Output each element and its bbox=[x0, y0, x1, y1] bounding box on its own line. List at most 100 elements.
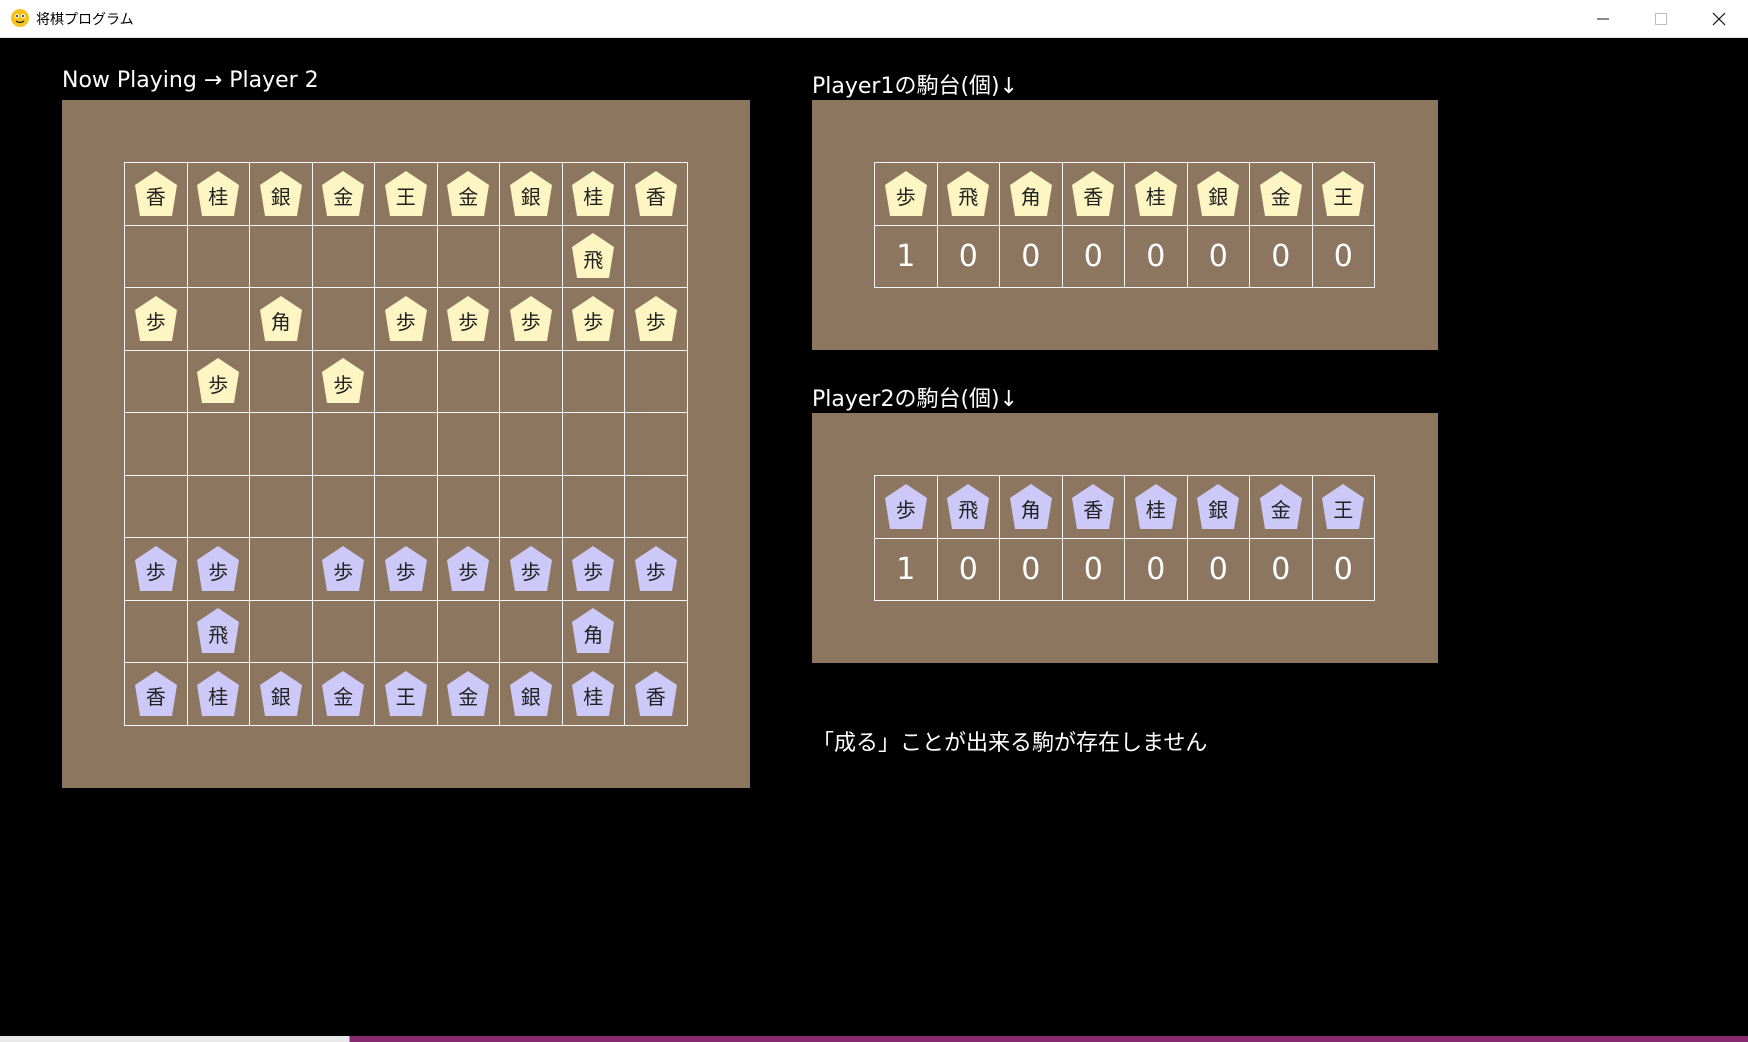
komadai-piece-cell[interactable]: 金 bbox=[1249, 475, 1313, 539]
board-square[interactable]: 王 bbox=[374, 162, 438, 226]
komadai-piece-cell[interactable]: 角 bbox=[999, 162, 1063, 226]
shogi-piece-p2[interactable]: 銀 bbox=[257, 670, 305, 718]
board-square[interactable] bbox=[124, 599, 188, 663]
board-square[interactable]: 銀 bbox=[249, 662, 313, 726]
board-square[interactable] bbox=[249, 349, 313, 413]
board-square[interactable]: 香 bbox=[124, 662, 188, 726]
board-square[interactable]: 香 bbox=[624, 162, 688, 226]
board-square[interactable] bbox=[624, 224, 688, 288]
shogi-piece-p2[interactable]: 歩 bbox=[382, 545, 430, 593]
shogi-piece-p2[interactable]: 金 bbox=[319, 670, 367, 718]
komadai-piece-cell[interactable]: 角 bbox=[999, 475, 1063, 539]
komadai-piece-cell[interactable]: 飛 bbox=[936, 162, 1000, 226]
shogi-piece-p1[interactable]: 飛 bbox=[569, 232, 617, 280]
shogi-piece-p1[interactable]: 歩 bbox=[632, 295, 680, 343]
shogi-piece-p1[interactable]: 桂 bbox=[569, 170, 617, 218]
close-button[interactable] bbox=[1690, 0, 1748, 37]
board-square[interactable]: 金 bbox=[436, 162, 500, 226]
komadai-piece-cell[interactable]: 歩 bbox=[874, 162, 938, 226]
board-square[interactable] bbox=[249, 537, 313, 601]
shogi-piece-p1[interactable]: 角 bbox=[1007, 170, 1055, 218]
board-square[interactable] bbox=[311, 412, 375, 476]
shogi-piece-p2[interactable]: 歩 bbox=[194, 545, 242, 593]
board-square[interactable]: 歩 bbox=[186, 349, 250, 413]
board-square[interactable] bbox=[499, 349, 563, 413]
shogi-piece-p1[interactable]: 桂 bbox=[194, 170, 242, 218]
shogi-piece-p1[interactable]: 歩 bbox=[382, 295, 430, 343]
board-square[interactable] bbox=[311, 599, 375, 663]
shogi-piece-p1[interactable]: 王 bbox=[1319, 170, 1367, 218]
minimize-button[interactable] bbox=[1574, 0, 1632, 37]
shogi-piece-p1[interactable]: 金 bbox=[1257, 170, 1305, 218]
shogi-piece-p2[interactable]: 銀 bbox=[1194, 483, 1242, 531]
board-square[interactable]: 銀 bbox=[499, 162, 563, 226]
komadai-piece-cell[interactable]: 香 bbox=[1061, 162, 1125, 226]
board-square[interactable] bbox=[561, 412, 625, 476]
board-square[interactable]: 歩 bbox=[499, 287, 563, 351]
board-square[interactable]: 歩 bbox=[561, 537, 625, 601]
board-square[interactable]: 角 bbox=[561, 599, 625, 663]
shogi-piece-p1[interactable]: 歩 bbox=[569, 295, 617, 343]
board-square[interactable] bbox=[374, 349, 438, 413]
komadai-piece-cell[interactable]: 飛 bbox=[936, 475, 1000, 539]
shogi-piece-p1[interactable]: 歩 bbox=[319, 357, 367, 405]
board-square[interactable]: 歩 bbox=[436, 537, 500, 601]
board-square[interactable] bbox=[624, 412, 688, 476]
shogi-piece-p1[interactable]: 歩 bbox=[882, 170, 930, 218]
komadai-piece-cell[interactable]: 桂 bbox=[1124, 162, 1188, 226]
shogi-piece-p1[interactable]: 銀 bbox=[1194, 170, 1242, 218]
board-square[interactable]: 飛 bbox=[186, 599, 250, 663]
komadai-piece-cell[interactable]: 香 bbox=[1061, 475, 1125, 539]
board-square[interactable] bbox=[436, 412, 500, 476]
shogi-piece-p1[interactable]: 銀 bbox=[507, 170, 555, 218]
board-square[interactable] bbox=[374, 224, 438, 288]
shogi-piece-p1[interactable]: 桂 bbox=[1132, 170, 1180, 218]
board-square[interactable] bbox=[124, 474, 188, 538]
shogi-piece-p2[interactable]: 歩 bbox=[632, 545, 680, 593]
shogi-piece-p2[interactable]: 王 bbox=[382, 670, 430, 718]
board-square[interactable] bbox=[186, 287, 250, 351]
shogi-board[interactable]: 香桂銀金王金銀桂香飛歩角歩歩歩歩歩歩歩歩歩歩歩歩歩歩歩飛角香桂銀金王金銀桂香 bbox=[124, 162, 688, 726]
board-square[interactable] bbox=[249, 412, 313, 476]
board-square[interactable]: 銀 bbox=[499, 662, 563, 726]
board-square[interactable]: 歩 bbox=[124, 287, 188, 351]
board-square[interactable] bbox=[249, 224, 313, 288]
board-square[interactable]: 王 bbox=[374, 662, 438, 726]
board-square[interactable] bbox=[124, 349, 188, 413]
shogi-piece-p2[interactable]: 歩 bbox=[882, 483, 930, 531]
shogi-piece-p2[interactable]: 桂 bbox=[194, 670, 242, 718]
board-square[interactable] bbox=[624, 474, 688, 538]
board-square[interactable]: 香 bbox=[124, 162, 188, 226]
shogi-piece-p1[interactable]: 歩 bbox=[132, 295, 180, 343]
board-square[interactable] bbox=[561, 349, 625, 413]
shogi-piece-p2[interactable]: 歩 bbox=[507, 545, 555, 593]
shogi-piece-p1[interactable]: 王 bbox=[382, 170, 430, 218]
board-square[interactable]: 歩 bbox=[311, 537, 375, 601]
shogi-piece-p1[interactable]: 香 bbox=[1069, 170, 1117, 218]
board-square[interactable] bbox=[186, 224, 250, 288]
board-square[interactable] bbox=[499, 474, 563, 538]
shogi-piece-p1[interactable]: 香 bbox=[632, 170, 680, 218]
board-square[interactable]: 歩 bbox=[561, 287, 625, 351]
shogi-piece-p2[interactable]: 金 bbox=[1257, 483, 1305, 531]
board-square[interactable] bbox=[436, 599, 500, 663]
shogi-piece-p1[interactable]: 飛 bbox=[944, 170, 992, 218]
shogi-piece-p2[interactable]: 歩 bbox=[569, 545, 617, 593]
board-square[interactable]: 桂 bbox=[186, 662, 250, 726]
komadai-piece-cell[interactable]: 銀 bbox=[1186, 475, 1250, 539]
shogi-piece-p2[interactable]: 銀 bbox=[507, 670, 555, 718]
board-square[interactable] bbox=[561, 474, 625, 538]
board-square[interactable]: 香 bbox=[624, 662, 688, 726]
komadai-piece-cell[interactable]: 銀 bbox=[1186, 162, 1250, 226]
board-square[interactable] bbox=[186, 474, 250, 538]
board-square[interactable]: 歩 bbox=[374, 287, 438, 351]
board-square[interactable] bbox=[436, 224, 500, 288]
shogi-piece-p2[interactable]: 香 bbox=[632, 670, 680, 718]
board-square[interactable]: 歩 bbox=[499, 537, 563, 601]
board-square[interactable]: 桂 bbox=[561, 162, 625, 226]
board-square[interactable] bbox=[624, 599, 688, 663]
board-square[interactable] bbox=[499, 412, 563, 476]
board-square[interactable]: 歩 bbox=[124, 537, 188, 601]
shogi-piece-p2[interactable]: 金 bbox=[444, 670, 492, 718]
